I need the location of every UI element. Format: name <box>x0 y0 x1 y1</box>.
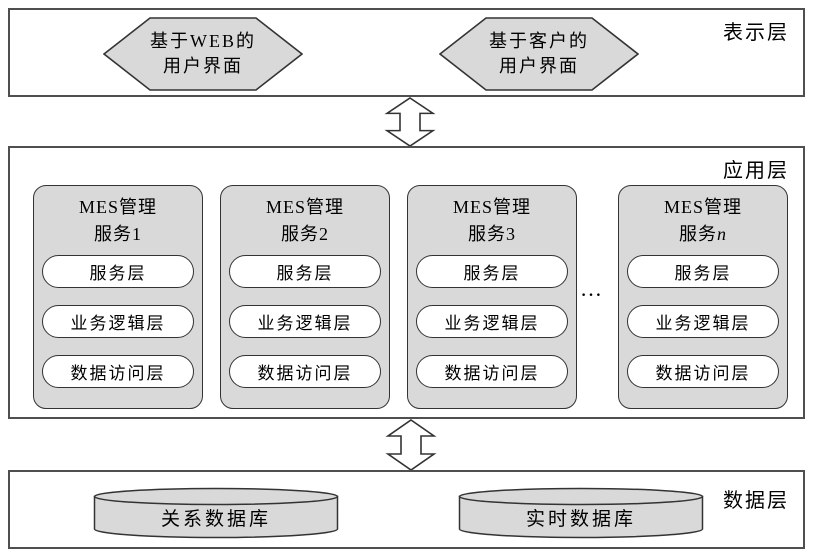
double-arrow-icon <box>385 419 437 471</box>
data-access-layer-pill: 数据访问层 <box>229 355 381 388</box>
relational-database-cylinder: 关系数据库 <box>93 487 339 539</box>
service-card-title-line2: 服务n <box>679 224 727 244</box>
web-ui-hexagon: 基于WEB的 用户界面 <box>103 17 303 91</box>
realtime-database-cylinder: 实时数据库 <box>458 487 704 539</box>
data-access-layer-pill: 数据访问层 <box>627 355 779 388</box>
hexagon-text-line: 用户界面 <box>163 56 243 76</box>
service-layer-pill: 服务层 <box>229 255 381 288</box>
service-card-1: MES管理 服务1 服务层 业务逻辑层 数据访问层 <box>33 185 203 409</box>
hexagon-text-line: 用户界面 <box>499 56 579 76</box>
data-access-layer-pill: 数据访问层 <box>416 355 568 388</box>
service-card-title: MES管理 服务n <box>627 194 779 250</box>
service-card-title-line2: 服务2 <box>281 224 329 244</box>
service-layer-pill: 服务层 <box>627 255 779 288</box>
service-card-title-line1: MES管理 <box>78 197 157 217</box>
web-ui-hexagon-text: 基于WEB的 用户界面 <box>103 17 303 91</box>
data-layer-label: 数据层 <box>723 490 789 512</box>
service-card-2: MES管理 服务2 服务层 业务逻辑层 数据访问层 <box>220 185 390 409</box>
service-card-title: MES管理 服务1 <box>42 194 194 250</box>
application-layer-label: 应用层 <box>723 160 789 182</box>
database-cylinder-icon <box>458 487 704 539</box>
data-access-layer-pill: 数据访问层 <box>42 355 194 388</box>
hexagon-shape <box>103 17 303 91</box>
application-layer-box: 应用层 MES管理 服务1 服务层 业务逻辑层 数据访问层 MES管理 服务2 … <box>8 146 805 419</box>
client-ui-hexagon-text: 基于客户的 用户界面 <box>439 17 639 91</box>
service-layer-pill: 服务层 <box>42 255 194 288</box>
service-card-title-line2: 服务1 <box>94 224 142 244</box>
database-cylinder-icon <box>93 487 339 539</box>
hexagon-shape <box>439 17 639 91</box>
presentation-layer-box: 表示层 基于WEB的 用户界面 基于客户的 用户界面 <box>8 8 805 97</box>
service-card-title: MES管理 服务3 <box>416 194 568 250</box>
data-layer-box: 数据层 关系数据库 实时数据库 <box>8 470 805 549</box>
service-card-3: MES管理 服务3 服务层 业务逻辑层 数据访问层 <box>407 185 577 409</box>
relational-database-label: 关系数据库 <box>160 509 271 530</box>
client-ui-hexagon: 基于客户的 用户界面 <box>439 17 639 91</box>
business-logic-layer-pill: 业务逻辑层 <box>42 305 194 338</box>
service-layer-pill: 服务层 <box>416 255 568 288</box>
service-card-title: MES管理 服务2 <box>229 194 381 250</box>
double-arrow-icon <box>384 97 436 147</box>
business-logic-layer-pill: 业务逻辑层 <box>229 305 381 338</box>
service-card-n: MES管理 服务n 服务层 业务逻辑层 数据访问层 <box>618 185 788 409</box>
hexagon-text-line: 基于WEB的 <box>150 31 256 51</box>
service-card-title-line1: MES管理 <box>452 197 531 217</box>
service-card-title-line1: MES管理 <box>265 197 344 217</box>
realtime-database-label: 实时数据库 <box>525 509 636 530</box>
presentation-layer-label: 表示层 <box>723 22 789 44</box>
hexagon-text-line: 基于客户的 <box>489 31 589 51</box>
service-card-title-line2: 服务3 <box>468 224 516 244</box>
services-ellipsis: … <box>580 276 606 301</box>
business-logic-layer-pill: 业务逻辑层 <box>627 305 779 338</box>
service-card-title-line1: MES管理 <box>663 197 742 217</box>
business-logic-layer-pill: 业务逻辑层 <box>416 305 568 338</box>
